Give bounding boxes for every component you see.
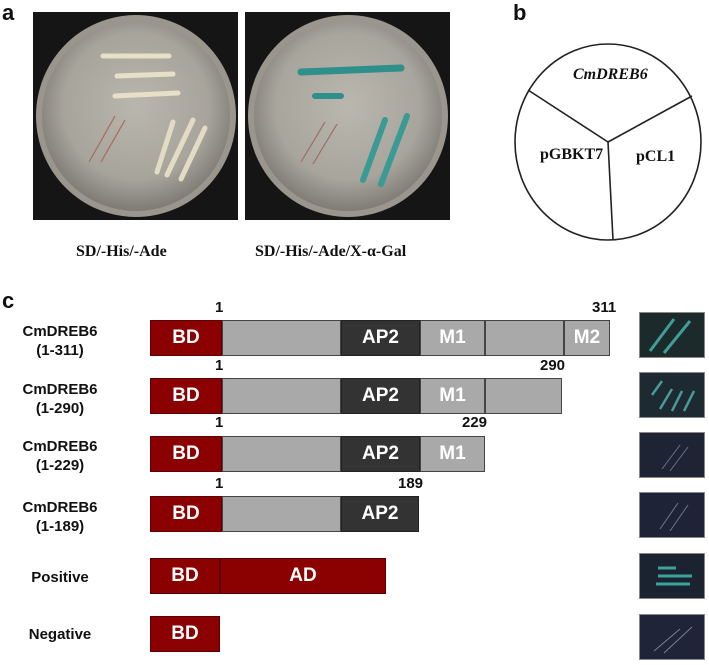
m1-motif: M1 [420, 320, 485, 356]
n-terminal-region [222, 496, 341, 532]
n-terminal-region [222, 320, 341, 356]
bd-domain: BD [150, 378, 222, 414]
plate-image-1 [33, 12, 238, 220]
row-range: (1-290) [35, 400, 85, 417]
start-number: 1 [215, 357, 224, 374]
n-terminal-region [222, 436, 341, 472]
growth-streaks [659, 502, 689, 532]
end-number: 311 [592, 299, 617, 316]
start-number: 1 [215, 414, 224, 431]
row-label-1-290: CmDREB6 (1-290) [8, 380, 112, 418]
panel-letter-b: b [513, 0, 527, 25]
row-name: CmDREB6 [22, 438, 98, 455]
sector-label-pcl1: pCL1 [636, 148, 676, 165]
row-name: CmDREB6 [22, 323, 98, 340]
m1-motif: M1 [420, 378, 485, 414]
growth-thumbnail-positive [639, 553, 705, 599]
plate-1-graphic [33, 12, 238, 220]
m1-motif: M1 [420, 436, 485, 472]
plate-caption-1: SD/-His/-Ade [76, 243, 167, 260]
bd-domain: BD [150, 558, 220, 594]
growth-thumbnail-1-290 [639, 372, 705, 418]
growth-thumbnail-1-311 [639, 312, 705, 358]
bd-domain: BD [150, 496, 222, 532]
panel-letter-a: a [2, 0, 15, 25]
growth-streaks [653, 626, 693, 654]
row-name: Positive [31, 569, 89, 586]
row-name: Negative [28, 626, 92, 643]
end-number: 229 [462, 414, 488, 431]
row-label-1-189: CmDREB6 (1-189) [8, 498, 112, 536]
ad-domain: AD [220, 558, 386, 594]
start-number: 1 [215, 299, 224, 316]
ap2-domain: AP2 [341, 496, 419, 532]
row-label-1-311: CmDREB6 (1-311) [8, 322, 112, 360]
bd-domain: BD [150, 436, 222, 472]
growth-thumbnail-negative [639, 614, 705, 660]
growth-streaks [661, 444, 689, 472]
end-number: 290 [540, 357, 566, 374]
ap2-domain: AP2 [341, 320, 420, 356]
row-name: CmDREB6 [22, 381, 98, 398]
row-range: (1-311) [36, 342, 84, 359]
row-range: (1-189) [35, 518, 85, 535]
row-range: (1-229) [35, 457, 85, 474]
row-label-1-229: CmDREB6 (1-229) [8, 437, 112, 475]
plate-2-graphic [245, 12, 450, 220]
row-label-negative: Negative [8, 625, 112, 644]
growth-streaks [656, 566, 692, 586]
row-label-positive: Positive [8, 568, 112, 587]
c-terminal-region [485, 378, 562, 414]
growth-thumbnail-1-189 [639, 492, 705, 538]
linker-region [485, 320, 564, 356]
ap2-domain: AP2 [341, 436, 420, 472]
sector-label-pgbkt7: pGBKT7 [540, 146, 604, 163]
bd-domain: BD [150, 616, 220, 652]
growth-streaks [650, 380, 696, 412]
growth-thumbnail-1-229 [639, 432, 705, 478]
end-number: 189 [398, 475, 424, 492]
sector-label-cmdreb6: CmDREB6 [573, 66, 648, 83]
bd-domain: BD [150, 320, 222, 356]
plate-caption-2: SD/-His/-Ade/X-α-Gal [255, 243, 407, 260]
plate-image-2 [245, 12, 450, 220]
growth-streaks [648, 318, 692, 354]
start-number: 1 [215, 475, 224, 492]
m2-motif: M2 [564, 320, 610, 356]
plasmid-sector-diagram [514, 43, 702, 241]
panel-letter-c: c [2, 288, 15, 313]
n-terminal-region [222, 378, 341, 414]
row-name: CmDREB6 [22, 499, 98, 516]
ap2-domain: AP2 [341, 378, 420, 414]
